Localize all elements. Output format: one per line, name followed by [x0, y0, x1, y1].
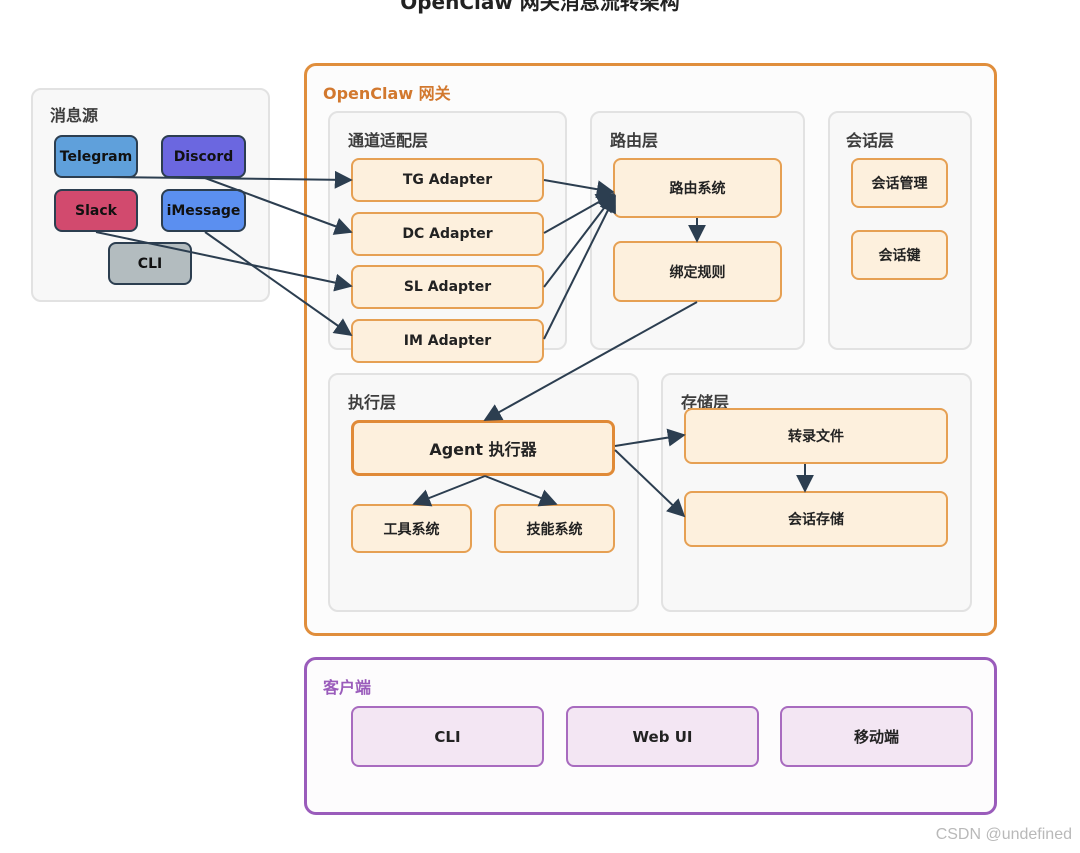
diagram-title: OpenClaw 网关消息流转架构 — [400, 0, 680, 14]
client-webui: Web UI — [566, 706, 759, 767]
tool-system: 工具系统 — [351, 504, 472, 553]
session-key: 会话键 — [851, 230, 948, 280]
routing-layer-title: 路由层 — [610, 131, 659, 150]
channel-layer-title: 通道适配层 — [348, 131, 429, 150]
clients-title: 客户端 — [323, 678, 372, 697]
transcript-file: 转录文件 — [684, 408, 948, 464]
routing-layer: 路由层 — [590, 111, 805, 350]
source-cli: CLI — [108, 242, 192, 285]
binding-rules: 绑定规则 — [613, 241, 782, 302]
execution-layer: 执行层 — [328, 373, 639, 612]
dc-adapter: DC Adapter — [351, 212, 544, 256]
gateway-title: OpenClaw 网关 — [323, 84, 451, 103]
source-telegram: Telegram — [54, 135, 138, 178]
skill-system: 技能系统 — [494, 504, 615, 553]
tg-adapter: TG Adapter — [351, 158, 544, 202]
sl-adapter: SL Adapter — [351, 265, 544, 309]
source-discord: Discord — [161, 135, 246, 178]
sources-title: 消息源 — [50, 106, 99, 125]
session-manager: 会话管理 — [851, 158, 948, 208]
source-imessage: iMessage — [161, 189, 246, 232]
client-cli: CLI — [351, 706, 544, 767]
session-layer-title: 会话层 — [846, 131, 895, 150]
client-mobile: 移动端 — [780, 706, 973, 767]
im-adapter: IM Adapter — [351, 319, 544, 363]
watermark: CSDN @undefined — [935, 826, 1072, 843]
execution-layer-title: 执行层 — [348, 393, 397, 412]
routing-system: 路由系统 — [613, 158, 782, 218]
session-store: 会话存储 — [684, 491, 948, 547]
agent-executor: Agent 执行器 — [351, 420, 615, 476]
source-slack: Slack — [54, 189, 138, 232]
